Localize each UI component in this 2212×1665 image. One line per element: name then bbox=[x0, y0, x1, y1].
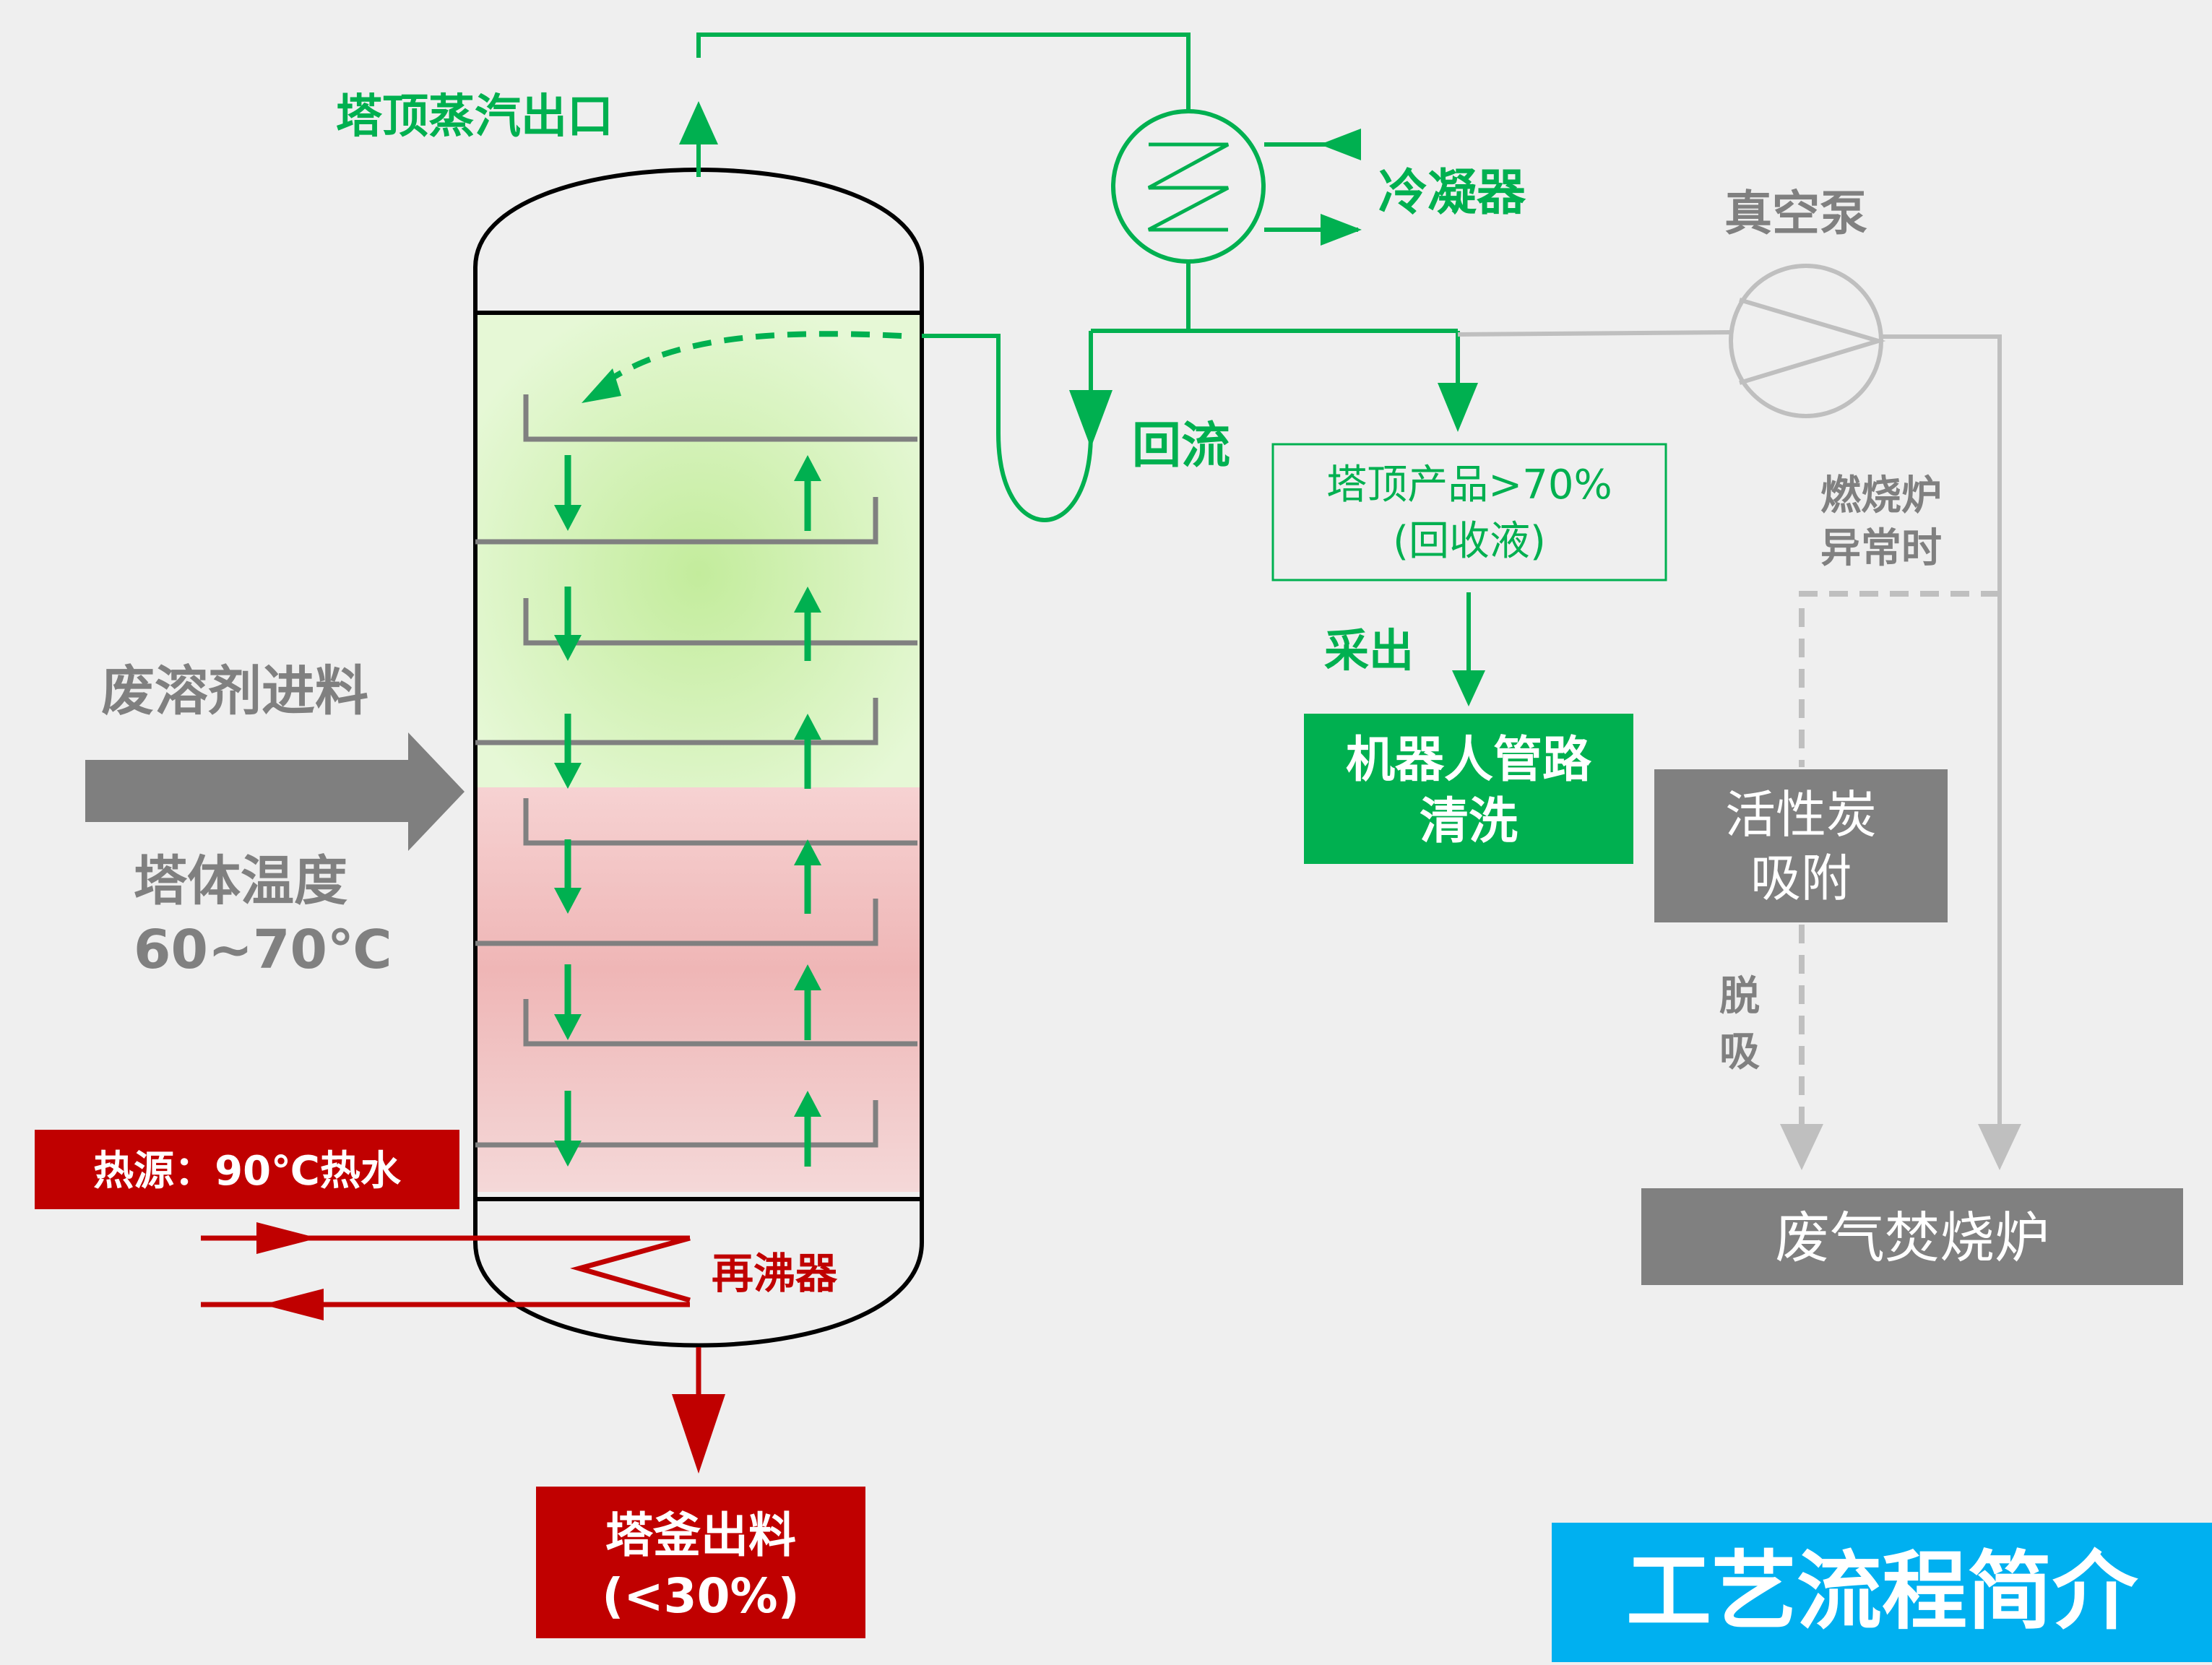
robot-cleaning-text-2: 清洗 bbox=[1420, 793, 1518, 850]
reflux-label: 回流 bbox=[1132, 418, 1230, 475]
vacuum-line bbox=[1457, 330, 2002, 1141]
vacuum-pump-label: 真空泵 bbox=[1724, 186, 1867, 241]
direct-incinerator-arrow bbox=[1978, 1124, 2021, 1170]
vapor-up-arrow-6 bbox=[794, 1091, 821, 1167]
vacuum-pump bbox=[1729, 264, 1886, 418]
waste-gas-incinerator-box bbox=[1641, 1188, 2183, 1285]
heat-source-box bbox=[35, 1130, 459, 1209]
take-off-arrow bbox=[1452, 670, 1485, 706]
furnace-abnormal-label-2: 异常时 bbox=[1820, 525, 1942, 572]
tray-flow-arrows bbox=[554, 455, 821, 1167]
robot-cleaning-box bbox=[1304, 714, 1633, 864]
waste-gas-incinerator-text: 废气焚烧炉 bbox=[1775, 1206, 2049, 1270]
waste-feed-label: 废溶剂进料 bbox=[101, 660, 368, 722]
activated-carbon-text-2: 吸附 bbox=[1750, 849, 1852, 908]
condenser-exchanger bbox=[1111, 109, 1362, 264]
vapor-outlet-arrow bbox=[679, 101, 718, 144]
tray-5 bbox=[523, 798, 917, 846]
liquid-down-arrow-2 bbox=[554, 587, 582, 661]
product-arrow bbox=[1438, 383, 1478, 432]
top-head bbox=[473, 168, 924, 313]
desorption-arrow bbox=[1780, 1124, 1823, 1170]
condenser-label: 冷凝器 bbox=[1378, 165, 1526, 222]
liquid-down-arrow-6 bbox=[554, 1091, 582, 1167]
tray-6 bbox=[475, 899, 878, 946]
vapor-up-arrow-5 bbox=[794, 964, 821, 1040]
column-trays bbox=[475, 394, 917, 1148]
reflux-arrow bbox=[1069, 390, 1113, 448]
tray-2 bbox=[475, 497, 878, 545]
desorption-label-2: 吸 bbox=[1719, 1029, 1760, 1076]
tray-3 bbox=[523, 598, 917, 646]
hot-water-out-arrow bbox=[262, 1289, 324, 1320]
upper-green-zone bbox=[475, 313, 922, 787]
tower-temp-label-2: 60~70℃ bbox=[134, 919, 392, 981]
top-product-text-2: (回收液) bbox=[1393, 518, 1546, 565]
activated-carbon-box bbox=[1654, 769, 1948, 922]
furnace-abnormal-label-1: 燃烧炉 bbox=[1820, 472, 1942, 519]
tray-1 bbox=[523, 394, 917, 442]
top-product-box bbox=[1271, 443, 1667, 581]
bottom-output-box bbox=[536, 1487, 865, 1638]
desorption-label-1: 脱 bbox=[1719, 973, 1760, 1020]
liquid-down-arrow-4 bbox=[554, 839, 582, 914]
liquid-down-arrow-5 bbox=[554, 964, 582, 1040]
tower-temp-label-1: 塔体温度 bbox=[134, 850, 347, 912]
tray-8 bbox=[475, 1100, 878, 1148]
heat-source-text: 热源：90℃热水 bbox=[93, 1148, 402, 1195]
reboiler-label: 再沸器 bbox=[712, 1249, 838, 1298]
robot-cleaning-text-1: 机器人管路 bbox=[1346, 732, 1592, 789]
vapor-up-arrow-2 bbox=[794, 587, 821, 661]
take-off-label: 采出 bbox=[1324, 624, 1414, 677]
hot-water-in-arrow bbox=[256, 1222, 318, 1254]
vapor-up-arrow-4 bbox=[794, 839, 821, 914]
activated-carbon-text-1: 活性炭 bbox=[1725, 785, 1877, 844]
bottom-head bbox=[473, 1199, 924, 1348]
vapor-up-arrow-3 bbox=[794, 714, 821, 789]
feed-arrow bbox=[85, 732, 465, 851]
bottom-outlet-arrow bbox=[672, 1394, 725, 1474]
tray-4 bbox=[475, 698, 878, 745]
bottom-output-text-1: 塔釜出料 bbox=[605, 1508, 796, 1563]
top-product-text-1: 塔顶产品>70% bbox=[1326, 462, 1612, 509]
title-banner bbox=[1552, 1523, 2212, 1662]
overhead-vapor-line bbox=[696, 33, 1191, 331]
reflux-spray-arrow bbox=[582, 368, 621, 403]
liquid-down-arrow-3 bbox=[554, 714, 582, 789]
top-vapor-outlet-label: 塔顶蒸汽出口 bbox=[336, 90, 613, 144]
page-title: 工艺流程简介 bbox=[1626, 1541, 2138, 1641]
tray-7 bbox=[523, 999, 917, 1047]
lower-red-zone bbox=[475, 787, 922, 1192]
vapor-up-arrow-1 bbox=[794, 455, 821, 531]
liquid-down-arrow-1 bbox=[554, 455, 582, 531]
bottom-output-text-2: (<30%) bbox=[602, 1568, 800, 1624]
bypass-dashed-line bbox=[1799, 591, 2000, 1124]
